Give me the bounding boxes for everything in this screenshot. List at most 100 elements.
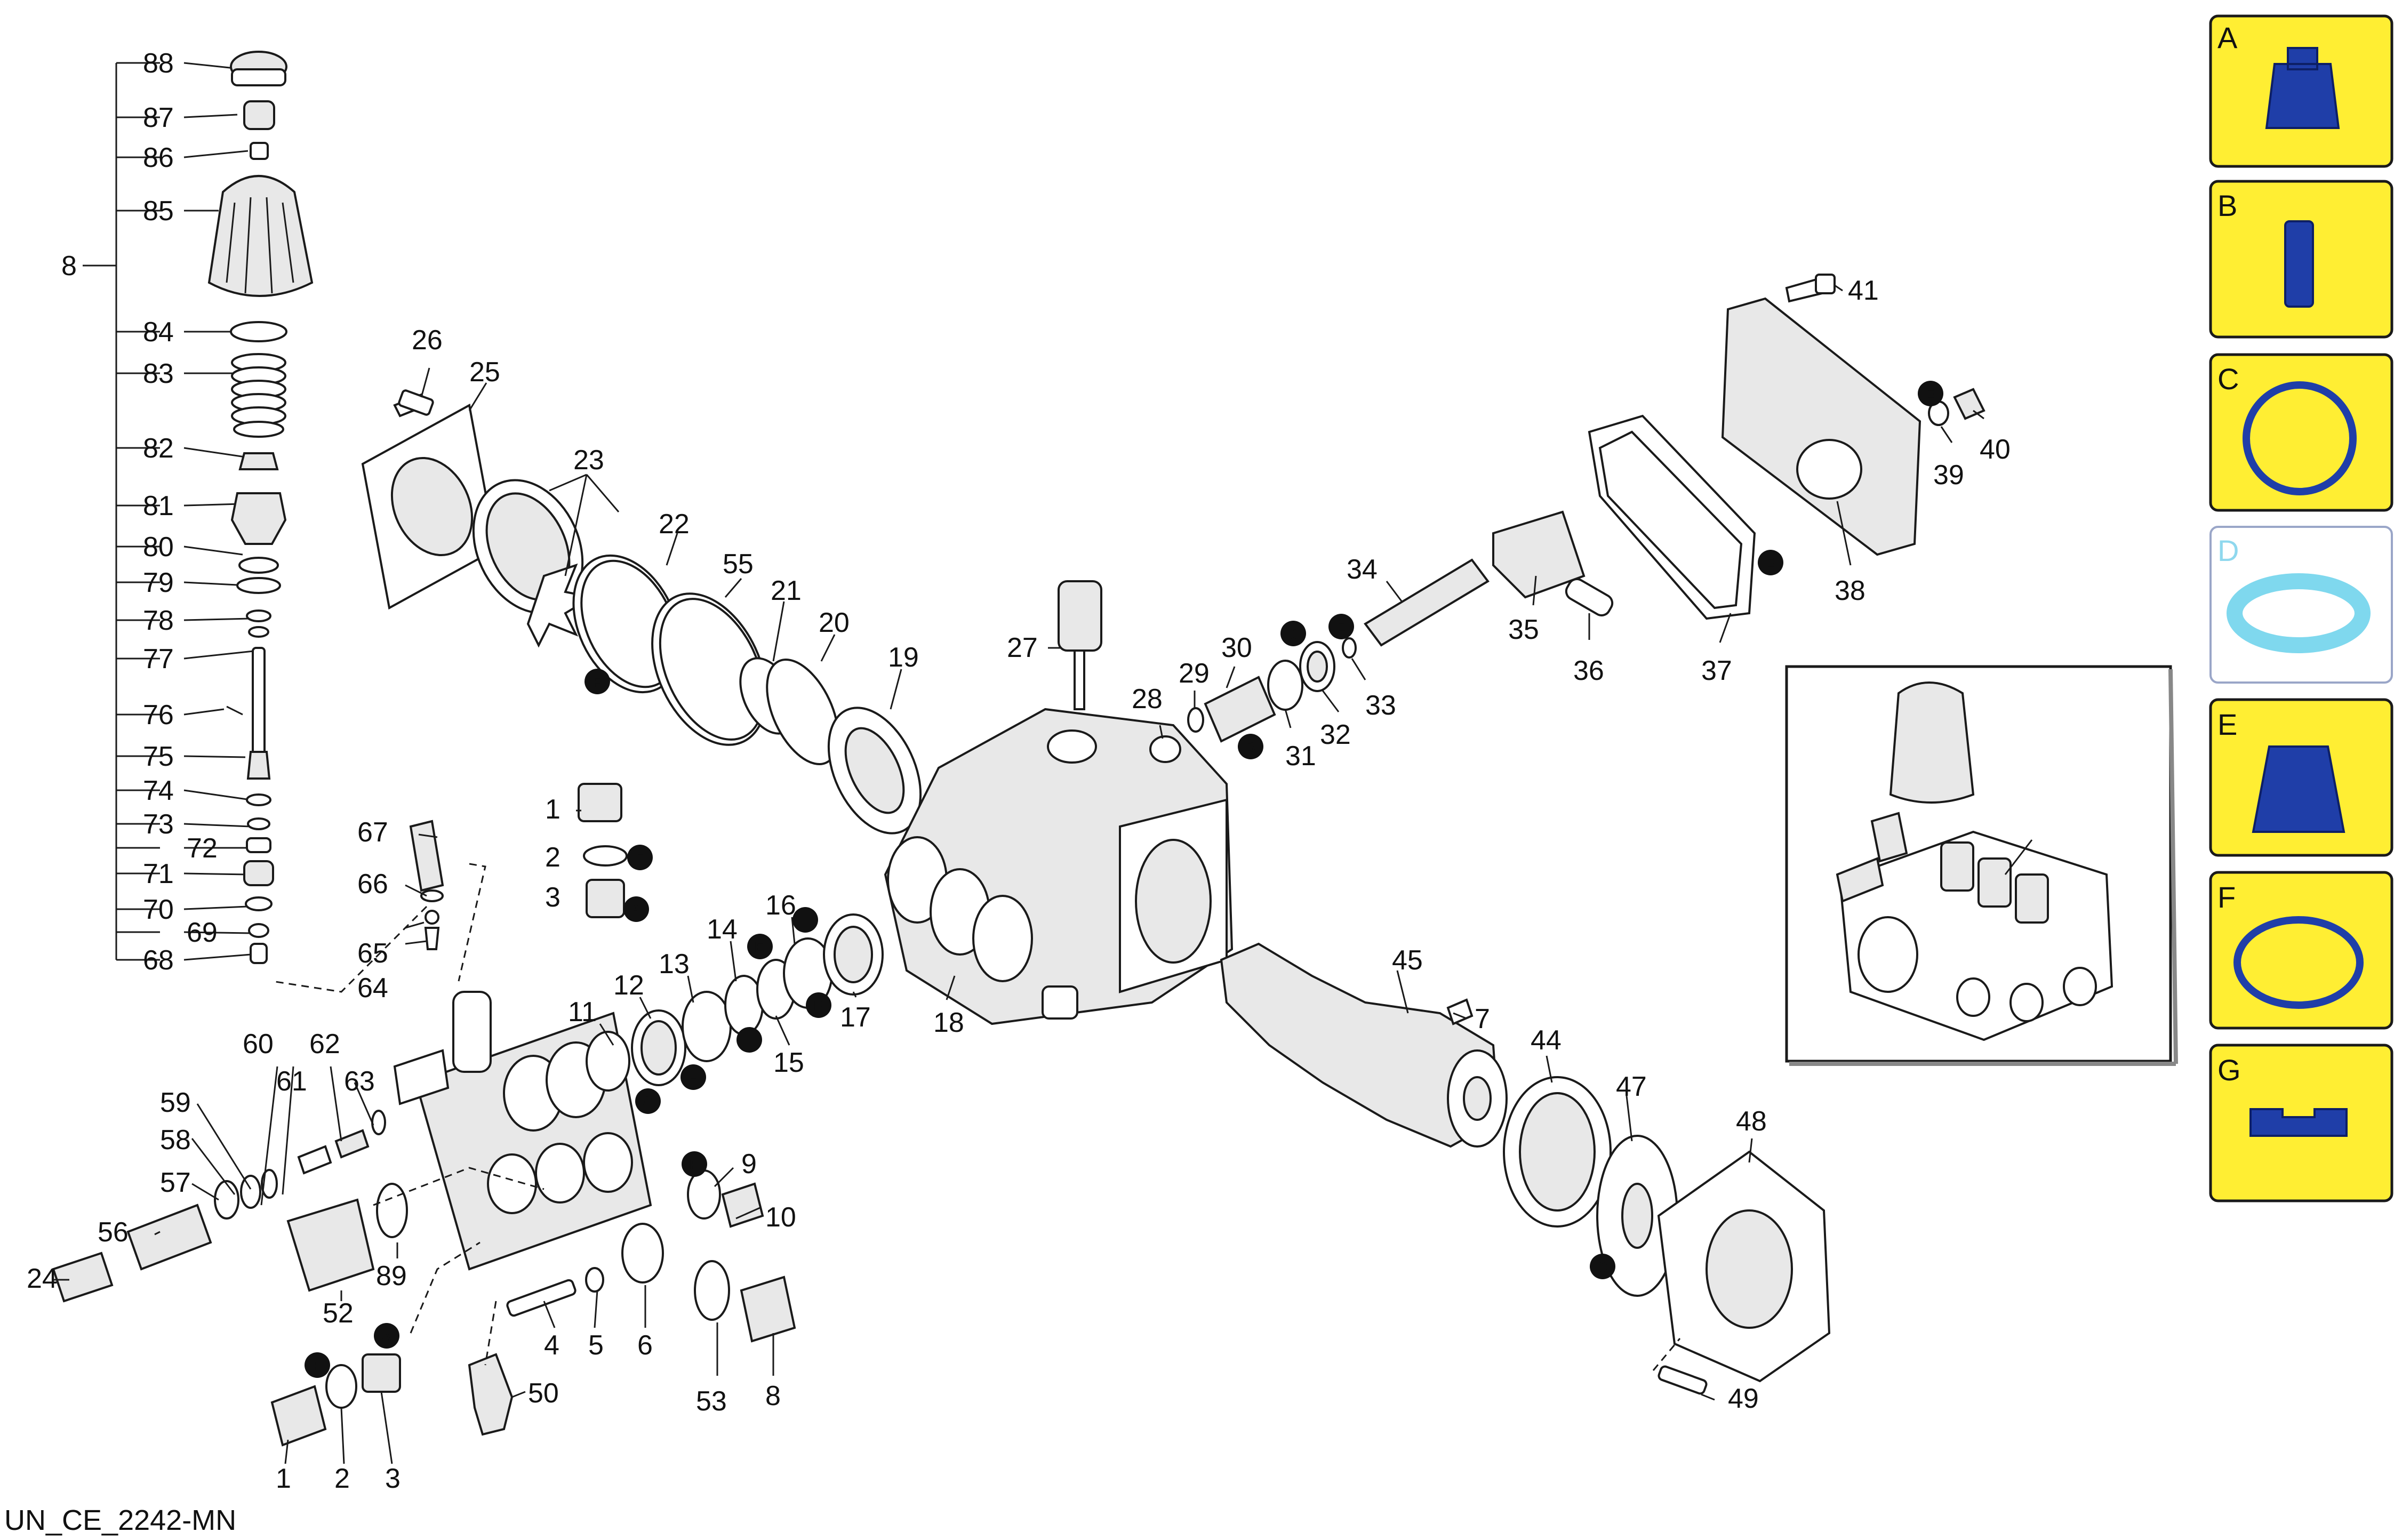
label-83: 83 [143,358,174,389]
svg-text:E: E [2217,708,2237,741]
callout-12: 12 [613,970,644,1001]
legend-d[interactable]: D [2209,526,2393,684]
legend-a[interactable]: A [2209,14,2393,168]
callout-40: 40 [1980,434,2011,465]
badge-c-47: C [1590,1254,1615,1279]
legend-g[interactable]: G [2209,1044,2393,1202]
label-71: 71 [143,859,174,889]
callout-64: 64 [357,973,388,1004]
callout-62: 62 [309,1029,340,1060]
label-8: 8 [61,251,77,282]
callout-31: 31 [1285,741,1316,772]
svg-text:E: E [800,912,809,928]
badge-e-16: E [792,907,818,933]
callout-15: 15 [773,1047,804,1078]
badge-g-11: G [635,1088,661,1114]
callout-55: 55 [723,549,754,580]
label-72: 72 [187,833,218,864]
label-88: 88 [143,48,174,79]
callout-3-lower: 3 [385,1463,401,1494]
legend-b[interactable]: B [2209,180,2393,339]
callout-36: 36 [1573,655,1604,686]
badge-f-2-lower: F [305,1352,330,1378]
oring-icon [2233,916,2364,1009]
rear-parts [1149,274,1985,763]
badge-c-32: C [1280,621,1306,646]
svg-text:G: G [642,1094,653,1110]
callout-32: 32 [1320,719,1351,750]
callout-47: 47 [1616,1071,1647,1102]
badge-e-39: E [1918,381,1943,406]
seal-assembly [361,367,922,835]
assembled-view-inset [1785,665,2178,1066]
manifold-block [52,783,884,1464]
svg-text:F: F [593,674,601,690]
label-86: 86 [143,142,174,173]
badge-e-33: E [1328,614,1354,639]
svg-text:A: A [2217,21,2238,54]
callout-53: 53 [696,1386,727,1417]
callout-59: 59 [160,1087,191,1118]
callout-60: 60 [243,1029,274,1060]
badge-a-3: A [623,896,649,922]
label-77: 77 [143,644,174,675]
callout-50: 50 [528,1378,559,1409]
piston-icon [2284,220,2314,308]
callout-9: 9 [741,1149,757,1180]
label-68: 68 [143,945,174,976]
callout-2-lower: 2 [334,1463,350,1494]
label-69: 69 [187,917,218,948]
callout-8-plug: 8 [765,1381,781,1411]
badge-e-37: E [1758,550,1783,575]
callout-41: 41 [1848,275,1879,306]
callout-49: 49 [1728,1383,1759,1414]
callout-18: 18 [933,1007,964,1038]
unloader-valve-column: 88 87 86 85 8 84 83 82 81 80 79 78 77 76… [61,48,314,976]
oring-dotted-icon [2243,381,2357,495]
legend-c[interactable]: C [2209,353,2393,512]
svg-text:E: E [688,1070,697,1086]
badge-f-22: F [585,669,610,694]
callout-28: 28 [1132,684,1163,715]
svg-text:E: E [755,939,764,955]
label-76: 76 [143,700,174,731]
callout-27: 27 [1007,632,1038,663]
svg-text:E: E [1925,386,1934,402]
label-74: 74 [143,775,174,806]
callout-66: 66 [357,869,388,900]
drawing-code: UN_CE_2242-MN [4,1504,237,1536]
check-valve-icon [2265,47,2340,129]
callout-61: 61 [276,1066,307,1097]
callout-63: 63 [344,1066,375,1097]
crankshaft-assembly [1220,942,1831,1401]
callout-44: 44 [1531,1025,1562,1056]
svg-text:F: F [814,998,822,1014]
callout-23: 23 [573,445,604,476]
callout-58: 58 [160,1125,191,1156]
label-85: 85 [143,196,174,227]
seal-ring-icon [2227,573,2371,653]
svg-text:E: E [1336,619,1345,635]
badge-f-9: F [682,1151,707,1177]
callout-45: 45 [1392,945,1423,976]
label-78: 78 [143,605,174,636]
svg-text:F: F [313,1358,321,1374]
legend-e[interactable]: E [2209,698,2393,857]
callout-38: 38 [1835,575,1865,606]
callout-57: 57 [160,1167,191,1198]
callout-56: 56 [98,1217,129,1248]
svg-text:D: D [2217,534,2239,567]
svg-text:C: C [2217,362,2239,396]
kit-legend: A B C D E F G [2209,14,2393,1202]
label-84: 84 [143,317,174,348]
label-70: 70 [143,894,174,925]
callout-39: 39 [1933,460,1964,491]
callout-20: 20 [819,607,850,638]
callout-5: 5 [588,1330,604,1361]
svg-text:B: B [1245,739,1255,755]
callout-25: 25 [469,357,500,388]
legend-f[interactable]: F [2209,871,2393,1030]
label-81: 81 [143,491,174,522]
svg-text:F: F [635,850,644,866]
